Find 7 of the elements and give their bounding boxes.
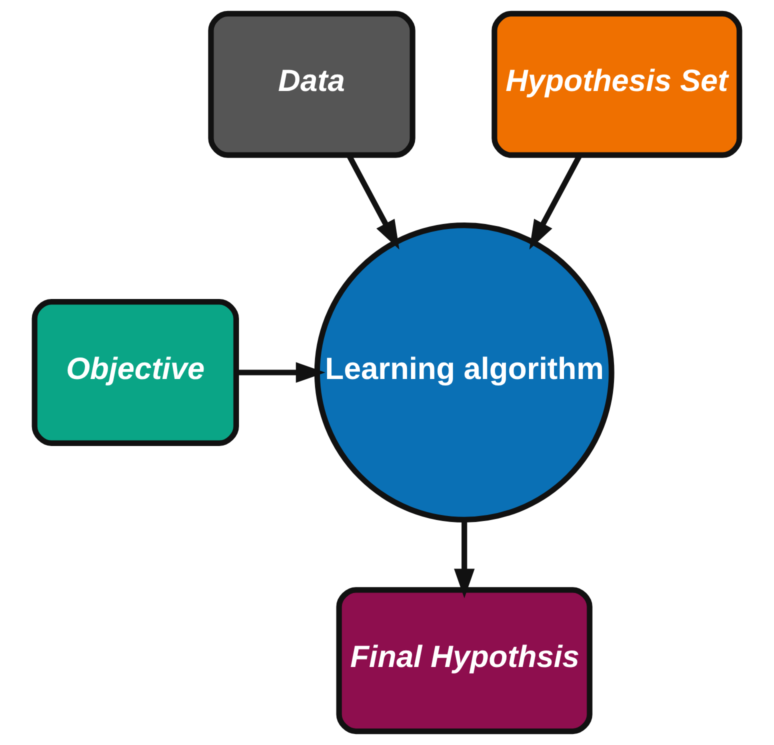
arrow (454, 520, 475, 598)
node-box: Data (208, 10, 416, 158)
node-box: Final Hypothsis (336, 587, 592, 734)
node-box: Hypothesis Set (492, 10, 742, 158)
arrow (236, 362, 326, 383)
node-circle: Learning algorithm (314, 222, 614, 522)
node-box: Objective (32, 299, 239, 446)
